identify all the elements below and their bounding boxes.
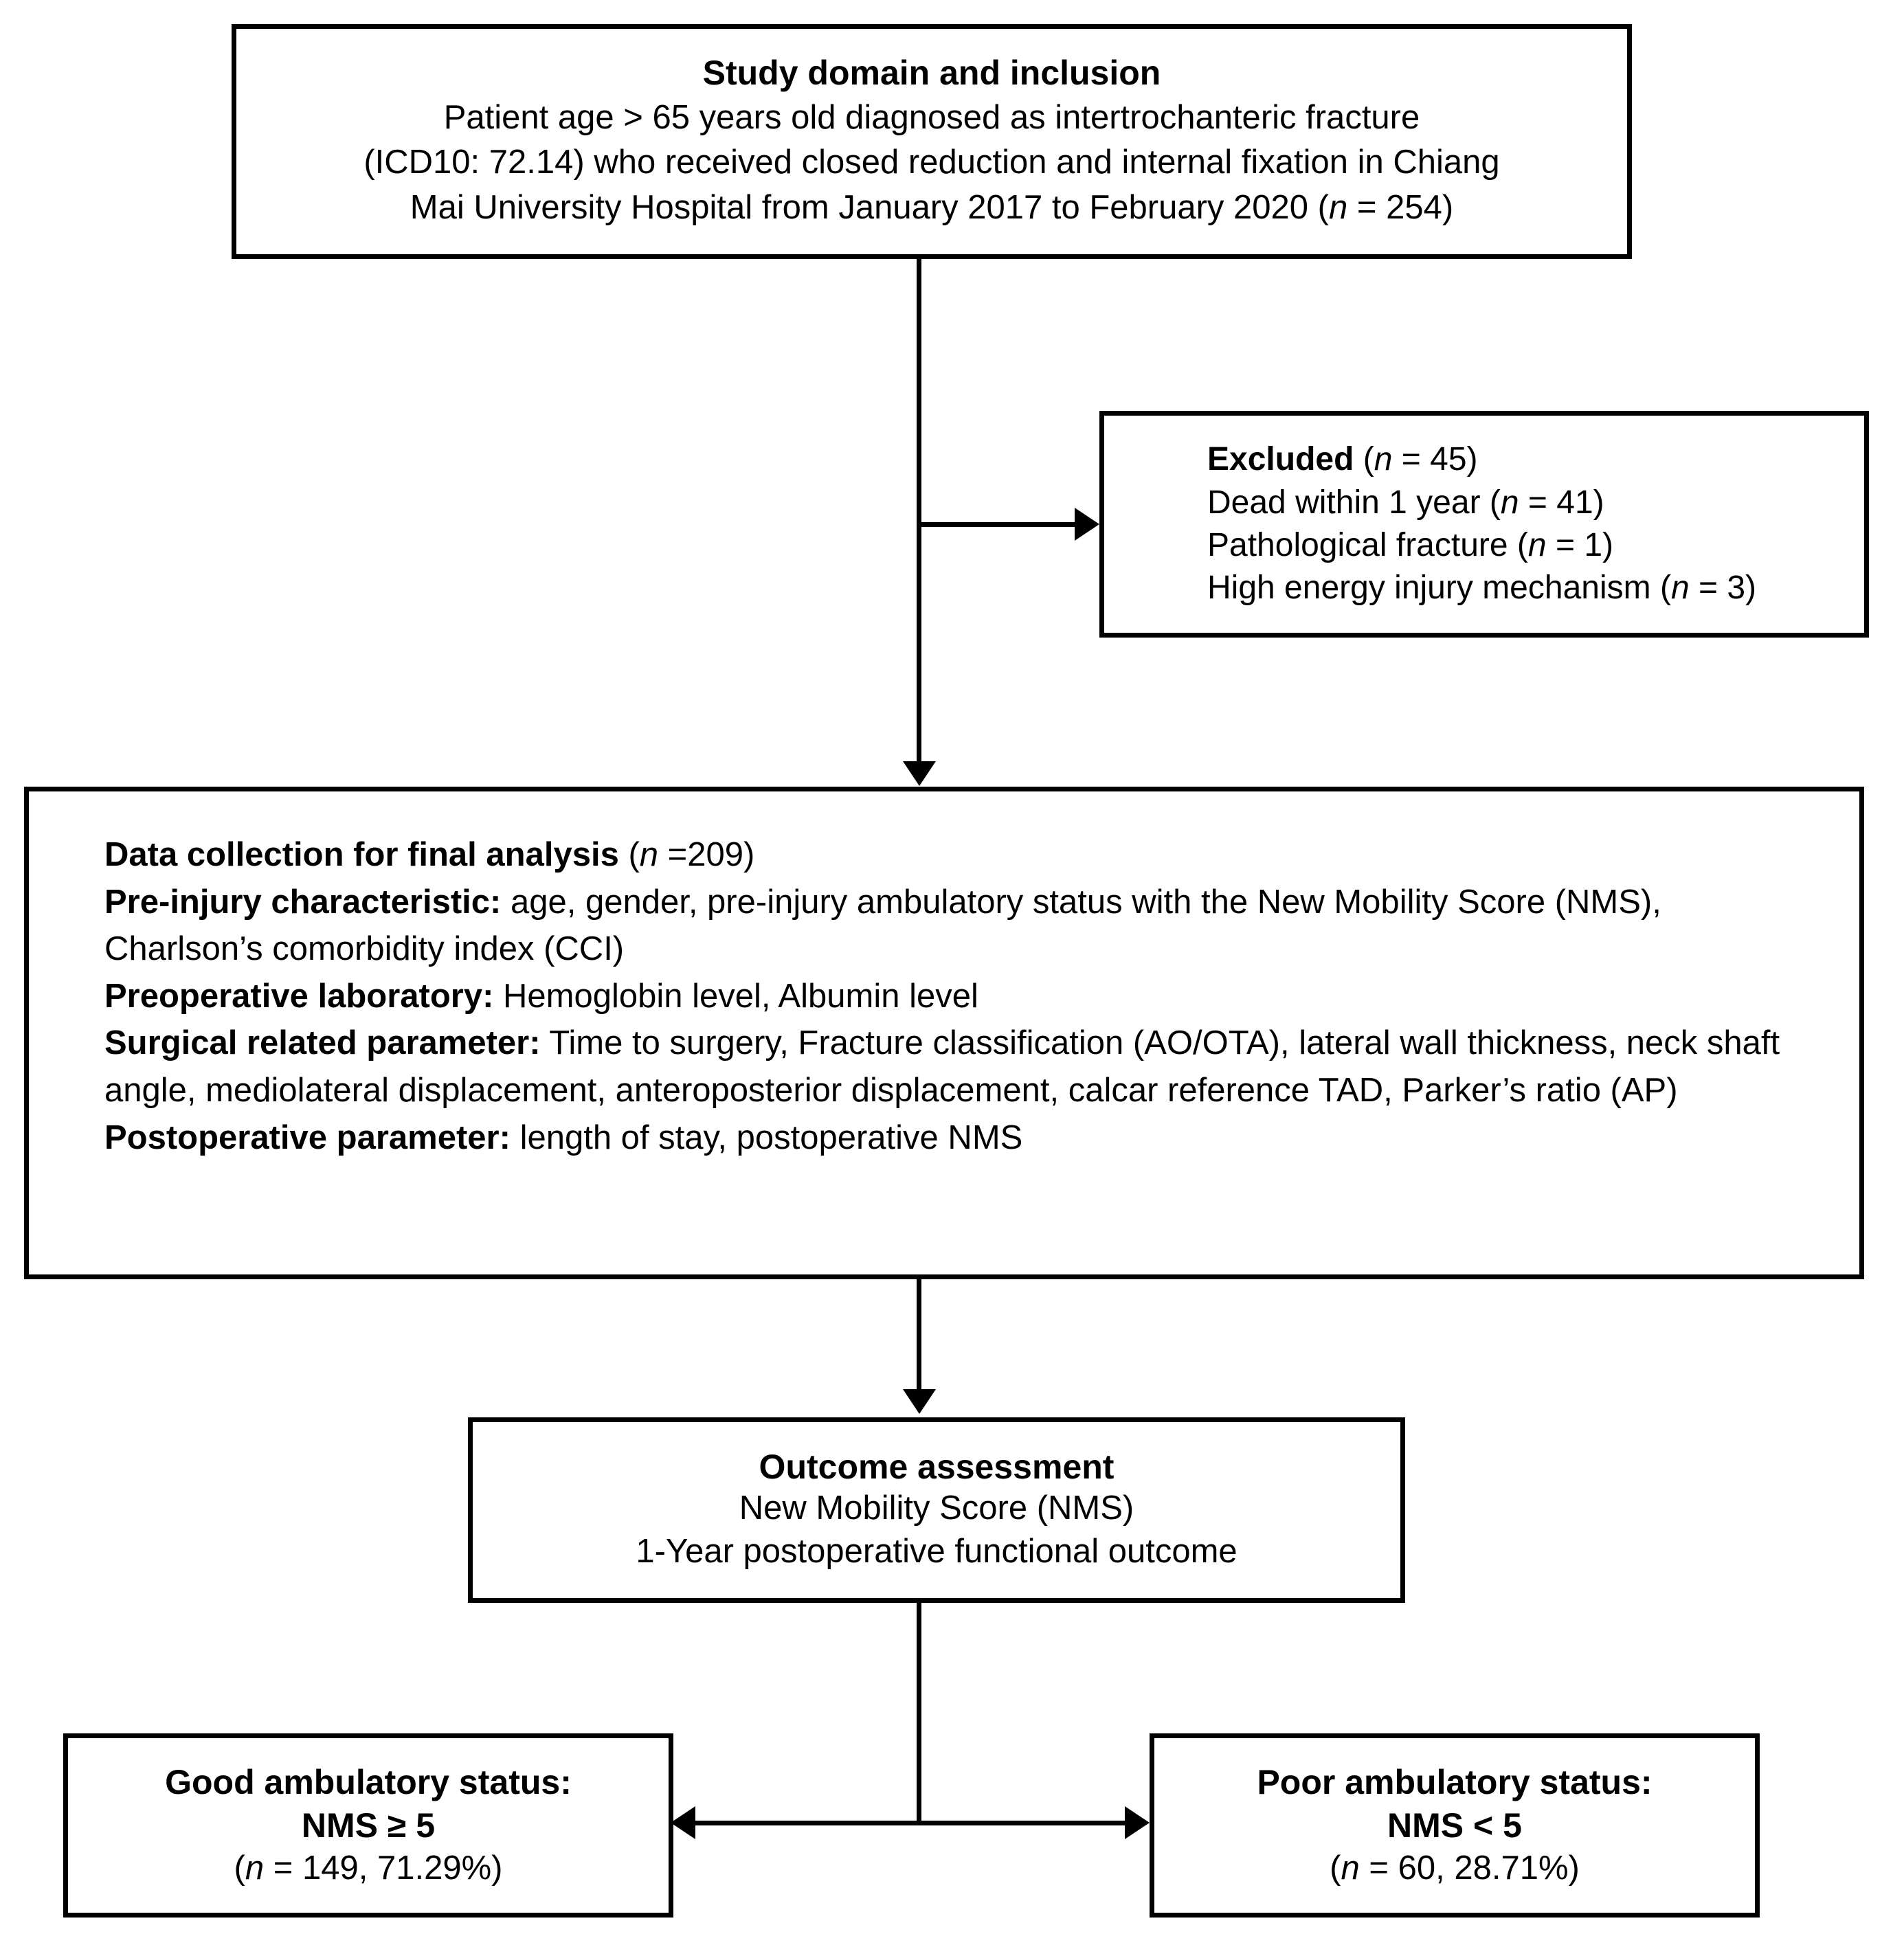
connector-study-to-data [917, 259, 921, 767]
data-collection-row: Preoperative laboratory: Hemoglobin leve… [104, 977, 978, 1015]
excluded-box: Excluded (n = 45) Dead within 1 year (n … [1099, 411, 1869, 638]
data-collection-row: Pre-injury characteristic: age, gender, … [104, 883, 1661, 968]
good-status-title-line-2: NMS ≥ 5 [301, 1806, 436, 1845]
arrowhead-into-good-box [671, 1806, 695, 1839]
excluded-item: Pathological fracture (n = 1) [1207, 527, 1613, 563]
data-collection-box: Data collection for final analysis (n =2… [24, 787, 1864, 1279]
data-collection-heading: Data collection for final analysis (n =2… [104, 836, 755, 873]
connector-study-to-excluded [917, 522, 1076, 527]
study-domain-line-2: (ICD10: 72.14) who received closed reduc… [363, 144, 1500, 181]
arrowhead-into-poor-box [1125, 1806, 1150, 1839]
connector-split-good-poor [695, 1821, 1141, 1825]
data-collection-row: Postoperative parameter: length of stay,… [104, 1118, 1023, 1156]
outcome-assessment-title: Outcome assessment [759, 1448, 1115, 1487]
data-collection-row: Surgical related parameter: Time to surg… [104, 1024, 1780, 1109]
poor-ambulatory-status-box: Poor ambulatory status: NMS < 5 (n = 60,… [1150, 1733, 1760, 1918]
study-domain-body: Patient age > 65 years old diagnosed as … [363, 95, 1499, 229]
excluded-heading: Excluded (n = 45) [1207, 441, 1478, 478]
study-domain-line-3: Mai University Hospital from January 201… [410, 188, 1454, 226]
excluded-item: High energy injury mechanism (n = 3) [1207, 570, 1757, 607]
study-domain-title: Study domain and inclusion [702, 54, 1161, 93]
poor-status-title-line-1: Poor ambulatory status: [1257, 1763, 1653, 1802]
poor-status-count: (n = 60, 28.71%) [1330, 1849, 1580, 1887]
good-status-count: (n = 149, 71.29%) [234, 1849, 503, 1887]
outcome-assessment-box: Outcome assessment New Mobility Score (N… [468, 1417, 1405, 1603]
connector-data-to-outcome [917, 1279, 921, 1393]
good-status-title-line-1: Good ambulatory status: [165, 1763, 572, 1802]
study-domain-box: Study domain and inclusion Patient age >… [232, 24, 1632, 259]
outcome-assessment-line-1: New Mobility Score (NMS) [739, 1489, 1134, 1527]
good-ambulatory-status-box: Good ambulatory status: NMS ≥ 5 (n = 149… [63, 1733, 673, 1918]
data-collection-content: Data collection for final analysis (n =2… [29, 791, 1859, 1161]
arrowhead-into-excluded-box [1075, 508, 1099, 541]
poor-status-title-line-2: NMS < 5 [1387, 1806, 1522, 1845]
outcome-assessment-line-2: 1-Year postoperative functional outcome [636, 1533, 1237, 1570]
arrowhead-into-outcome-box [903, 1389, 936, 1414]
arrowhead-into-data-box [903, 761, 936, 786]
connector-outcome-to-split [917, 1603, 921, 1825]
excluded-item: Dead within 1 year (n = 41) [1207, 484, 1604, 521]
study-domain-line-1: Patient age > 65 years old diagnosed as … [443, 99, 1420, 137]
